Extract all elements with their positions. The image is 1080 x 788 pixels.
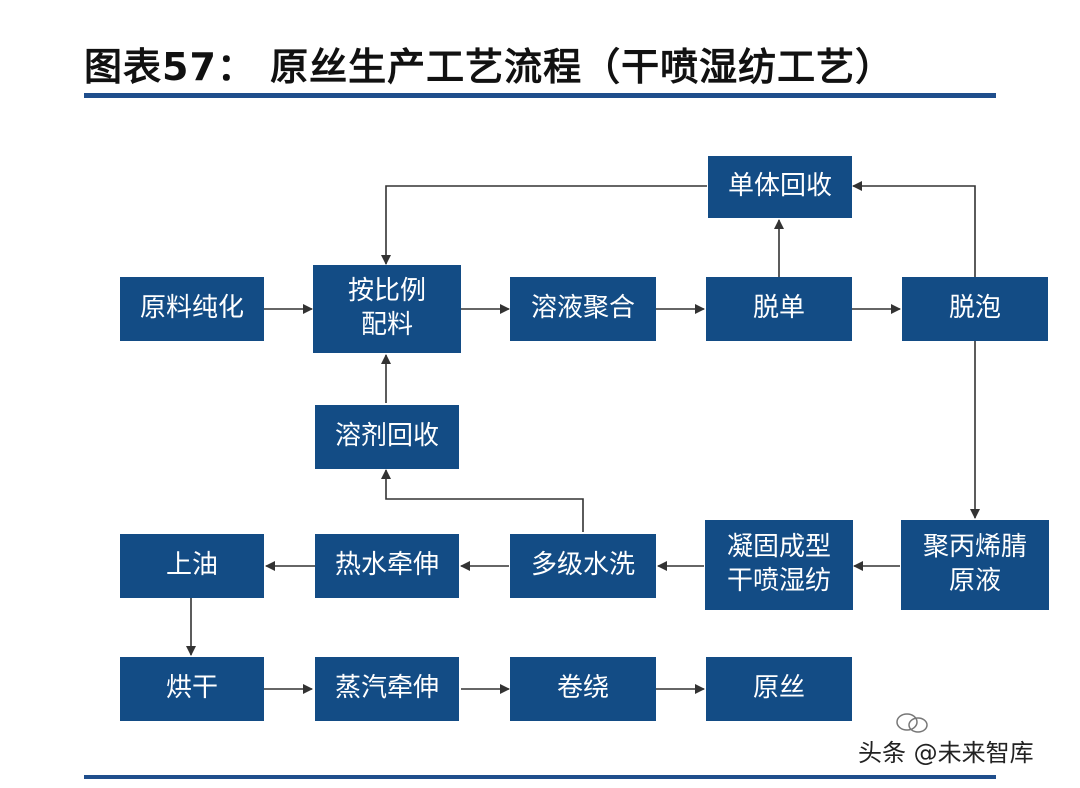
node-solvent-recovery: 溶剂回收 — [315, 405, 459, 469]
node-monomer-recovery: 单体回收 — [708, 156, 852, 218]
node-multi-wash: 多级水洗 — [510, 534, 656, 598]
top-rule — [84, 93, 996, 98]
node-solution-poly: 溶液聚合 — [510, 277, 656, 341]
node-proportion: 按比例 配料 — [313, 265, 461, 353]
node-pan-solution: 聚丙烯腈 原液 — [901, 520, 1049, 610]
node-demonomer: 脱单 — [706, 277, 852, 341]
wechat-icon — [896, 713, 928, 733]
node-winding: 卷绕 — [510, 657, 656, 721]
watermark: 头条 @未来智库 — [858, 739, 1034, 767]
node-defoam: 脱泡 — [902, 277, 1048, 341]
node-oiling: 上油 — [120, 534, 264, 598]
arrow-recovery-to-proportion — [381, 185, 707, 265]
figure-title: 图表57： 原丝生产工艺流程（干喷湿纺工艺） — [84, 45, 895, 89]
arrow-wash-to-solvent — [381, 469, 584, 532]
node-precursor: 原丝 — [706, 657, 852, 721]
node-drying: 烘干 — [120, 657, 264, 721]
bottom-rule — [84, 775, 996, 779]
node-steam-stretch: 蒸汽牵伸 — [315, 657, 459, 721]
arrow-defoam-to-recovery — [852, 181, 976, 277]
node-hot-water-stretch: 热水牵伸 — [315, 534, 459, 598]
node-raw-purify: 原料纯化 — [120, 277, 264, 341]
node-coagulation: 凝固成型 干喷湿纺 — [705, 520, 853, 610]
